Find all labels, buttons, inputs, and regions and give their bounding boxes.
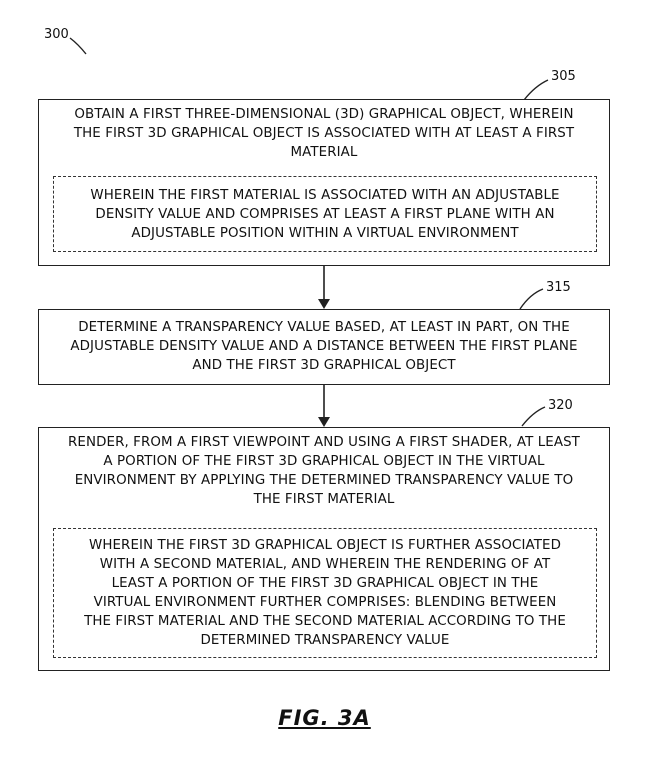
step-315-text: DETERMINE A TRANSPARENCY VALUE BASED, AT…: [70, 320, 578, 373]
arrowhead-305-315: [318, 299, 330, 309]
step-320-box: RENDER, FROM A FIRST VIEWPOINT AND USING…: [38, 427, 610, 671]
leader-315: [519, 288, 544, 310]
step-325-text: WHEREIN THE FIRST 3D GRAPHICAL OBJECT IS…: [84, 538, 566, 648]
leader-305: [523, 79, 549, 101]
step-310-text: WHEREIN THE FIRST MATERIAL IS ASSOCIATED…: [90, 188, 560, 241]
step-320-text: RENDER, FROM A FIRST VIEWPOINT AND USING…: [68, 435, 580, 507]
leader-300: [69, 37, 87, 55]
figure-label: FIG. 3A: [278, 706, 371, 730]
leader-320: [521, 406, 546, 427]
step-325-dashed-box: WHEREIN THE FIRST 3D GRAPHICAL OBJECT IS…: [53, 528, 597, 658]
step-305-box: OBTAIN A FIRST THREE-DIMENSIONAL (3D) GR…: [38, 99, 610, 266]
ref-320-label: 320: [548, 398, 573, 413]
arrowhead-315-320: [318, 417, 330, 427]
ref-315-label: 315: [546, 280, 571, 295]
figure-ref-label: 300: [44, 27, 69, 42]
step-305-text: OBTAIN A FIRST THREE-DIMENSIONAL (3D) GR…: [73, 107, 575, 160]
ref-305-label: 305: [551, 69, 576, 84]
step-315-box: DETERMINE A TRANSPARENCY VALUE BASED, AT…: [38, 309, 610, 385]
step-310-dashed-box: WHEREIN THE FIRST MATERIAL IS ASSOCIATED…: [53, 176, 597, 252]
